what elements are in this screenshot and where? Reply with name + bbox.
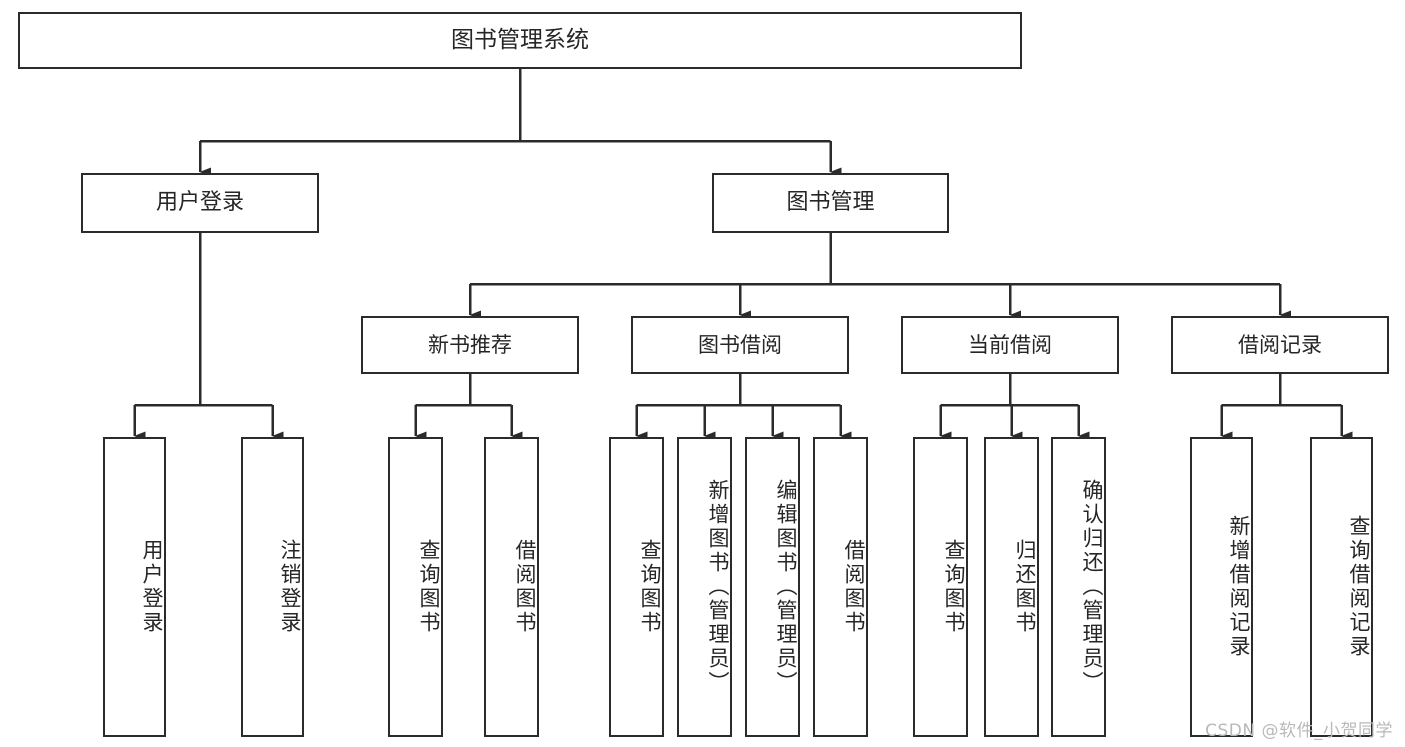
node-leaf-cb-confirm[interactable]: 确认归还（管理员）: [1051, 437, 1106, 737]
node-leaf-bb-edit[interactable]: 编辑图书（管理员）: [745, 437, 800, 737]
node-label: 借阅图书: [842, 539, 866, 635]
node-label: 新书推荐: [428, 332, 512, 357]
node-label: 借阅记录: [1238, 332, 1322, 357]
node-current-borrow[interactable]: 当前借阅: [901, 316, 1119, 374]
node-leaf-br-add[interactable]: 新增借阅记录: [1190, 437, 1253, 737]
node-label: 当前借阅: [968, 332, 1052, 357]
node-root[interactable]: 图书管理系统: [18, 12, 1022, 69]
node-leaf-bb-query[interactable]: 查询图书: [609, 437, 664, 737]
node-label: 借阅图书: [513, 539, 537, 635]
node-leaf-user-logout[interactable]: 注销登录: [241, 437, 304, 737]
node-leaf-cb-return[interactable]: 归还图书: [984, 437, 1039, 737]
node-leaf-bb-borrow[interactable]: 借阅图书: [813, 437, 868, 737]
node-leaf-bb-add[interactable]: 新增图书（管理员）: [677, 437, 732, 737]
node-label: 图书管理系统: [451, 26, 589, 53]
node-label: 用户登录: [140, 539, 164, 635]
node-label: 图书借阅: [698, 332, 782, 357]
node-label: 查询图书: [942, 539, 966, 635]
node-label: 用户登录: [155, 190, 244, 216]
node-label: 新增图书（管理员）: [706, 479, 730, 695]
node-new-book-rec[interactable]: 新书推荐: [361, 316, 579, 374]
node-label: 注销登录: [278, 539, 302, 635]
node-label: 图书管理: [786, 190, 875, 216]
node-book-borrow[interactable]: 图书借阅: [631, 316, 849, 374]
node-label: 查询借阅记录: [1347, 515, 1371, 659]
node-label: 归还图书: [1013, 539, 1037, 635]
node-label: 确认归还（管理员）: [1080, 479, 1104, 695]
node-label: 编辑图书（管理员）: [774, 479, 798, 695]
node-leaf-user-login[interactable]: 用户登录: [103, 437, 166, 737]
node-leaf-nb-query[interactable]: 查询图书: [388, 437, 443, 737]
node-label: 查询图书: [638, 539, 662, 635]
node-borrow-record[interactable]: 借阅记录: [1171, 316, 1389, 374]
node-book-manage[interactable]: 图书管理: [712, 173, 949, 233]
node-leaf-cb-query[interactable]: 查询图书: [913, 437, 968, 737]
node-label: 新增借阅记录: [1227, 515, 1251, 659]
node-leaf-br-query[interactable]: 查询借阅记录: [1310, 437, 1373, 737]
node-user-login[interactable]: 用户登录: [81, 173, 319, 233]
node-label: 查询图书: [417, 539, 441, 635]
node-leaf-nb-borrow[interactable]: 借阅图书: [484, 437, 539, 737]
